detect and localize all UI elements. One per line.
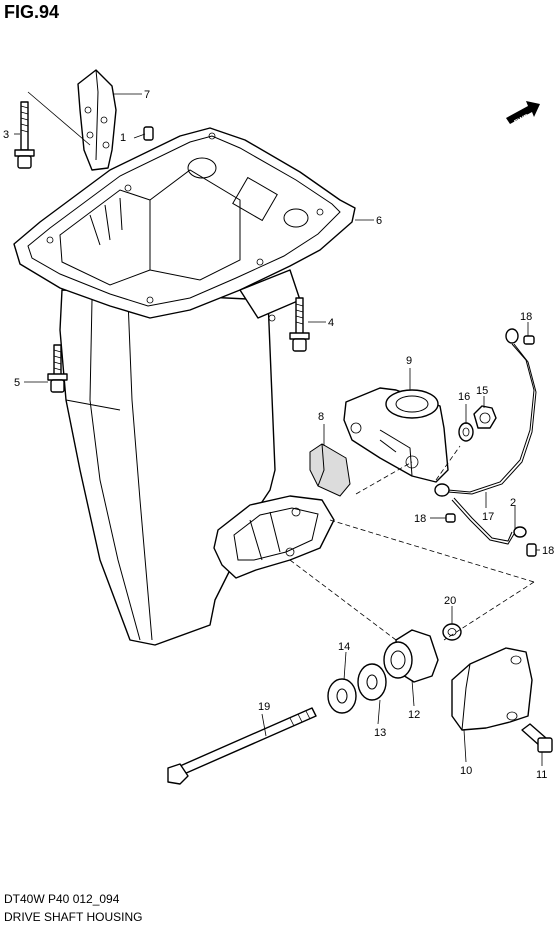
callout-1: 1 (120, 132, 126, 144)
leader-lines (14, 91, 543, 766)
figure-model-code: DT40W P40 012_094 (4, 892, 120, 906)
part-7-tube (77, 69, 117, 171)
callout-18-right: 18 (542, 545, 554, 557)
callout-3: 3 (3, 129, 9, 141)
callout-6: 6 (376, 215, 382, 227)
callout-12: 12 (408, 709, 420, 721)
callout-8: 8 (318, 411, 324, 423)
part-20-washer (442, 623, 462, 641)
part-1-dowel (143, 126, 154, 141)
figure-name: DRIVE SHAFT HOUSING (4, 910, 143, 924)
callout-5: 5 (14, 377, 20, 389)
part-19-bolt (167, 707, 317, 785)
part-2-ground-wire (451, 497, 527, 545)
callout-9: 9 (406, 355, 412, 367)
callout-7: 7 (144, 89, 150, 101)
callout-labels: 1 2 3 4 5 6 7 8 9 10 11 12 13 14 15 16 1… (3, 89, 554, 781)
callout-10: 10 (460, 765, 472, 777)
part-18-screw (445, 335, 537, 557)
part-16-washer (458, 422, 474, 442)
callout-20: 20 (444, 595, 456, 607)
drive-shaft-housing (13, 127, 356, 646)
part-10-cover (451, 647, 533, 731)
part-13-washer (357, 663, 387, 701)
callout-14: 14 (338, 641, 350, 653)
part-17-ground-wire (434, 328, 537, 497)
part-5-bolt (47, 344, 68, 393)
part-15-nut (473, 405, 497, 429)
figure-title: FIG.94 (4, 2, 60, 22)
part-4-bolt (289, 297, 310, 352)
callout-18-top: 18 (520, 311, 532, 323)
callout-15: 15 (476, 385, 488, 397)
callout-19: 19 (258, 701, 270, 713)
callout-18-left: 18 (414, 513, 426, 525)
callout-17: 17 (482, 511, 494, 523)
part-12-mount-rubber (383, 629, 439, 683)
callout-16: 16 (458, 391, 470, 403)
callout-4: 4 (328, 317, 334, 329)
part-9-bracket (343, 387, 449, 483)
part-14-washer (327, 678, 357, 714)
part-8-pad (309, 443, 351, 497)
callout-11: 11 (536, 769, 547, 781)
callout-13: 13 (374, 727, 386, 739)
part-11-bolt (521, 723, 553, 753)
callout-2: 2 (510, 497, 516, 509)
fwd-arrow-icon: FWD (506, 101, 540, 127)
part-3-bolt (14, 101, 35, 169)
